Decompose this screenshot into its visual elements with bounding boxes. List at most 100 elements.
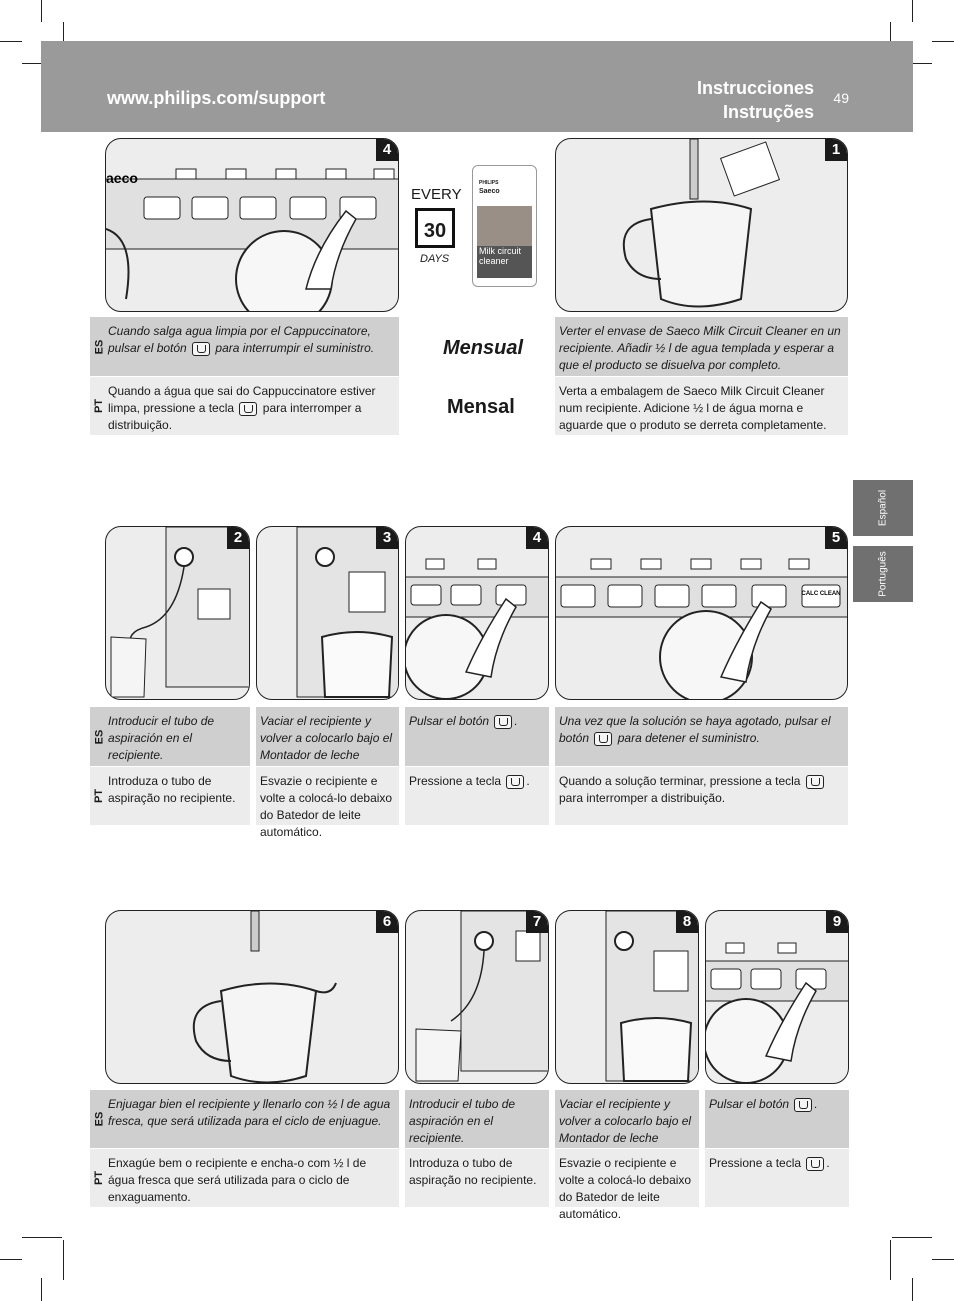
- text-part: para interromper a distribuição.: [559, 791, 726, 805]
- step-5-es: Una vez que la solución se haya agotado,…: [555, 707, 848, 766]
- step-text: Pressione a tecla .: [709, 1155, 845, 1172]
- step-6-pt: PT Enxagúe bem o recipiente e encha-o co…: [90, 1149, 399, 1207]
- step-2-pt: PT Introduza o tubo de aspiração no reci…: [90, 767, 250, 825]
- step-4a-es: ES Cuando salga agua limpia por el Cappu…: [90, 317, 399, 376]
- crop-mark: [912, 0, 913, 22]
- step-number: 6: [376, 911, 398, 933]
- text-part: .: [526, 774, 530, 788]
- lang-label-es: ES: [93, 1111, 106, 1127]
- step-text: Verta a embalagem de Saeco Milk Circuit …: [559, 384, 827, 432]
- step-number: 8: [676, 911, 698, 933]
- text-part: .: [814, 1097, 818, 1111]
- title-es: Instrucciones: [696, 78, 814, 98]
- step-2-es: ES Introducir el tubo de aspiración en e…: [90, 707, 250, 766]
- page-number: 49: [833, 90, 849, 106]
- step-text: Verter el envase de Saeco Milk Circuit C…: [559, 324, 841, 372]
- crop-mark: [0, 41, 22, 42]
- step-text: Esvazie o recipiente e volte a colocá-lo…: [559, 1156, 692, 1221]
- step-number: 3: [376, 527, 398, 549]
- text-part: Pressione a tecla: [409, 774, 502, 788]
- machine-container-illustration: [296, 527, 398, 698]
- every-label: EVERY: [411, 186, 462, 203]
- control-panel-illustration: CALC CLEAN: [556, 558, 847, 699]
- step-image-2: 2: [105, 526, 250, 700]
- text-part: Una vez que la solución se haya agotado,…: [559, 714, 831, 745]
- crop-mark: [912, 1278, 913, 1301]
- text-part: Cuando salga agua limpia por el Cappucci…: [108, 324, 371, 355]
- crop-mark: [890, 1240, 891, 1280]
- step-number: 9: [826, 911, 848, 933]
- step-6-es: ES Enjuagar bien el recipiente y llenarl…: [90, 1090, 399, 1148]
- jug-rinse-illustration: [192, 911, 337, 1083]
- text-part: para detener el suministro.: [617, 731, 760, 745]
- lang-label-es: ES: [93, 339, 106, 354]
- text-part: Quando a água que sai do Cappuccinatore …: [108, 384, 376, 415]
- step-text: Quando a solução terminar, pressione a t…: [559, 773, 844, 807]
- step-7-pt: Introduza o tubo de aspiração no recipie…: [405, 1149, 549, 1207]
- step-image-6: 6: [105, 910, 399, 1084]
- cup-button-icon: [239, 401, 258, 416]
- cup-button-icon: [494, 714, 513, 729]
- step-number: 4: [526, 527, 548, 549]
- tab-espanol[interactable]: Español: [853, 480, 913, 536]
- pack-product-name: Milk circuit cleaner: [477, 246, 532, 278]
- cleaner-package-image: PHILIPS Saeco Milk circuit cleaner: [472, 165, 537, 287]
- button-press-illustration: [706, 942, 848, 1083]
- step-1-es: Verter el envase de Saeco Milk Circuit C…: [555, 317, 848, 376]
- step-text: Enxagúe bem o recipiente e encha-o com ½…: [108, 1156, 367, 1204]
- support-url[interactable]: www.philips.com/support: [107, 88, 326, 108]
- lang-label-pt: PT: [93, 1170, 106, 1186]
- crop-mark: [892, 1237, 932, 1238]
- text-part: .: [826, 1156, 830, 1170]
- step-image-9: 9: [705, 910, 849, 1084]
- step-text: Pressione a tecla .: [409, 773, 545, 790]
- monthly-label-es: Mensual: [443, 337, 524, 359]
- step-8-es: Vaciar el recipiente y volver a colocarl…: [555, 1090, 699, 1162]
- jug-illustration: [622, 139, 781, 308]
- step-4b-es: Pulsar el botón .: [405, 707, 549, 766]
- crop-mark: [932, 1259, 954, 1260]
- step-image-3: 3: [256, 526, 399, 700]
- cup-button-icon: [506, 774, 525, 789]
- crop-mark: [41, 0, 42, 22]
- crop-mark: [63, 1240, 64, 1280]
- crop-mark: [22, 1237, 62, 1238]
- calendar-icon: 30: [415, 208, 455, 248]
- step-image-5: CALC CLEAN 5: [555, 526, 848, 700]
- control-panel-illustration: aeco: [106, 168, 398, 311]
- cup-button-icon: [794, 1097, 813, 1112]
- tab-label: Español: [877, 489, 889, 527]
- step-image-1: 1: [555, 138, 848, 312]
- step-text: Enjuagar bien el recipiente y llenarlo c…: [108, 1097, 391, 1128]
- step-text: Introduza o tubo de aspiração no recipie…: [409, 1156, 537, 1187]
- text-part: Pulsar el botón: [409, 714, 490, 728]
- title-pt: Instruções: [722, 102, 814, 122]
- step-3-pt: Esvazie o recipiente e volte a colocá-lo…: [256, 767, 399, 839]
- step-8-pt: Esvazie o recipiente e volte a colocá-lo…: [555, 1149, 699, 1221]
- pack-photo: [477, 206, 532, 246]
- tab-portugues[interactable]: Português: [853, 546, 913, 602]
- cup-button-icon: [806, 1156, 825, 1171]
- step-4a-pt: PT Quando a água que sai do Cappuccinato…: [90, 377, 399, 435]
- tab-label: Português: [877, 551, 889, 597]
- machine-tube-illustration: [415, 911, 548, 1082]
- step-image-8: 8: [555, 910, 699, 1084]
- step-9-es: Pulsar el botón .: [705, 1090, 849, 1148]
- step-text: Introducir el tubo de aspiración en el r…: [409, 1097, 516, 1145]
- machine-tube-illustration: [110, 527, 249, 698]
- text-part: .: [514, 714, 518, 728]
- step-text: Cuando salga agua limpia por el Cappucci…: [108, 323, 395, 357]
- step-text: Quando a água que sai do Cappuccinatore …: [108, 383, 395, 434]
- step-image-4a: aeco 4: [105, 138, 399, 312]
- step-text: Pulsar el botón .: [409, 713, 545, 730]
- cup-button-icon: [805, 774, 824, 789]
- step-number: 5: [825, 527, 847, 549]
- brand-text: aeco: [106, 170, 138, 186]
- step-text: Esvazie o recipiente e volte a colocá-lo…: [260, 774, 393, 839]
- lang-label-es: ES: [93, 729, 106, 744]
- crop-mark: [41, 1278, 42, 1301]
- machine-container-illustration: [605, 911, 698, 1082]
- crop-mark: [932, 41, 954, 42]
- calendar-number: 30: [423, 220, 447, 242]
- step-number: 7: [526, 911, 548, 933]
